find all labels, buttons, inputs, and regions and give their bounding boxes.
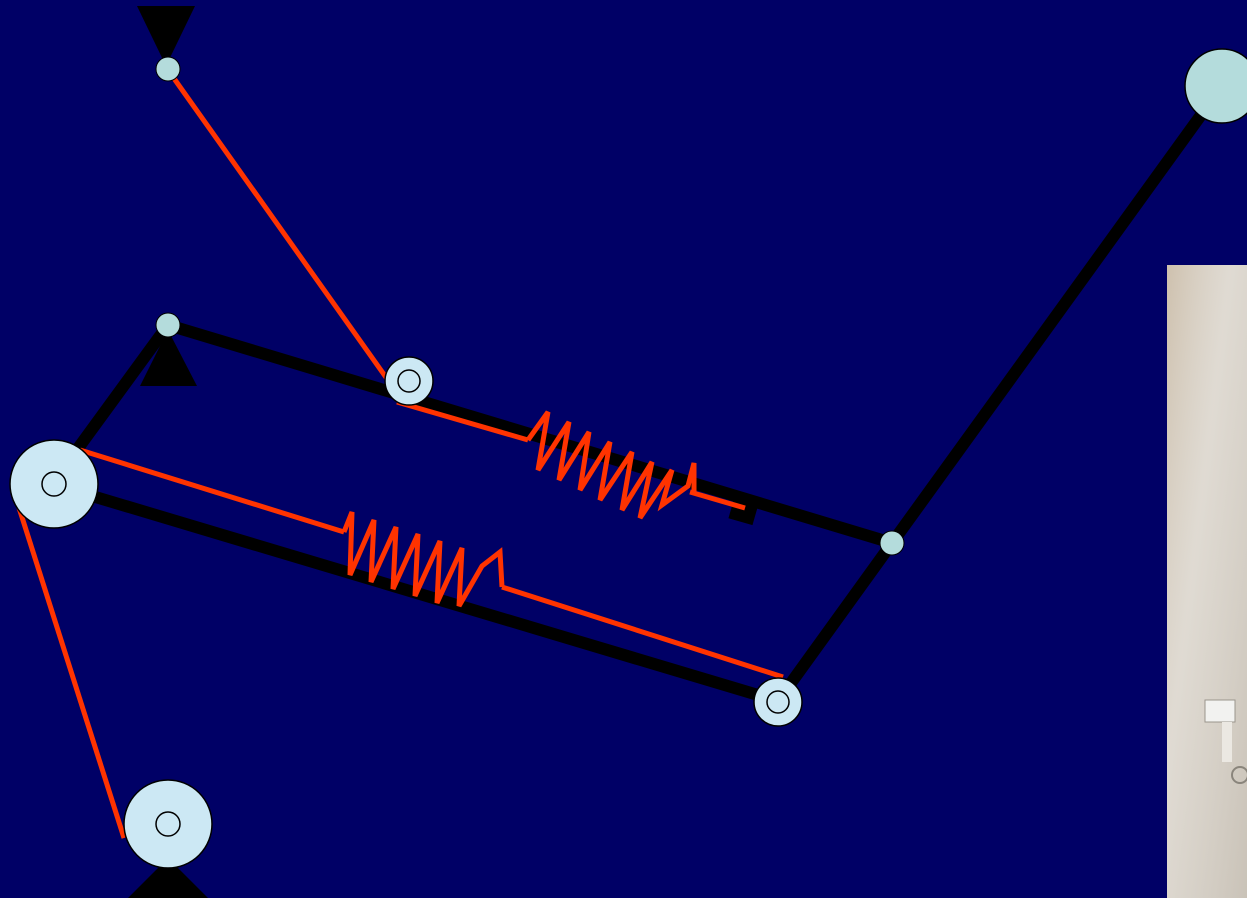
photo-inset: [1167, 265, 1247, 898]
spring-icon: [525, 410, 697, 520]
triangle-support-icon: [140, 330, 197, 386]
triangle-support-icon: [128, 858, 208, 898]
pulley-icon: [384, 356, 434, 406]
pulley-icon: [753, 677, 803, 727]
pivot-joint-icon: [879, 530, 905, 556]
spring-icon: [341, 511, 505, 608]
pivot-joint-icon: [155, 56, 181, 82]
pivot-joint-icon: [155, 312, 181, 338]
pulley-icon: [9, 439, 99, 529]
triangle-support-icon: [137, 6, 195, 66]
pulley-icon: [1184, 48, 1247, 124]
cables: [11, 68, 784, 839]
pulley-icon: [123, 779, 213, 869]
